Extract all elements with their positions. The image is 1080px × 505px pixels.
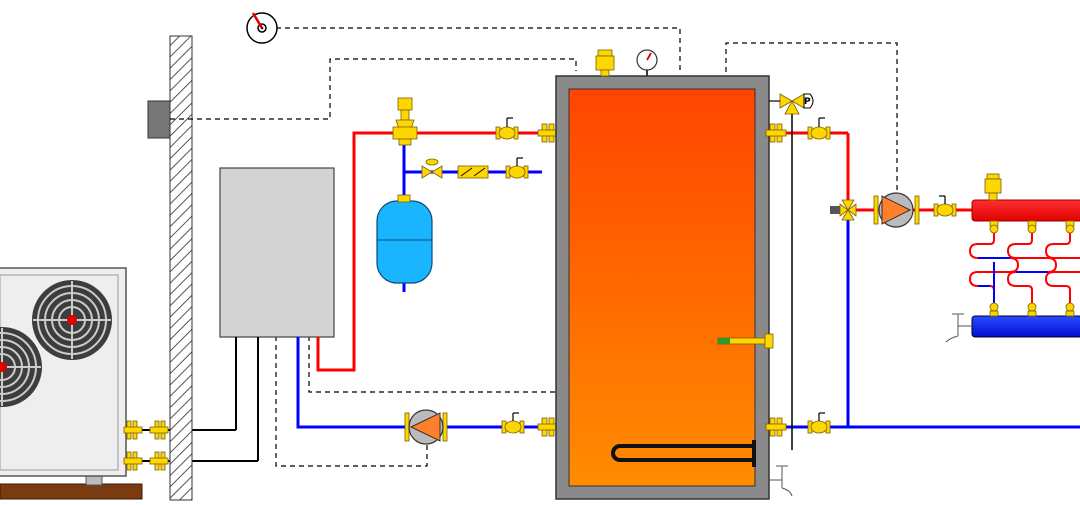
pressure-relief-valve: P — [769, 93, 814, 450]
expansion-vessel — [376, 194, 433, 284]
fan-icon-bottom — [0, 327, 42, 407]
manifold-air-vent-icon — [984, 173, 1002, 201]
floor-heating-loops — [968, 224, 1080, 306]
electric-heating-element-icon — [611, 440, 756, 467]
pressure-marker-label: P — [804, 97, 811, 107]
drain-valve-icon — [769, 465, 793, 497]
heat-pump-outdoor-unit — [0, 267, 258, 500]
ball-valve-right-lower — [807, 412, 831, 434]
tank-flange-right-upper — [765, 123, 787, 143]
tank-flange-lower — [537, 417, 559, 437]
hot-water-storage-tank — [555, 49, 793, 500]
building-wall — [147, 35, 193, 501]
circulation-pump — [404, 409, 448, 445]
tank-flange-upper — [537, 123, 559, 143]
ball-valve-upper — [495, 117, 519, 140]
control-wiring — [170, 27, 898, 467]
fan-icon-top — [32, 280, 112, 360]
return-manifold — [971, 315, 1080, 338]
air-vent-icon — [595, 49, 615, 77]
manifold-drain-icon — [945, 313, 972, 343]
ball-valve-lower — [501, 412, 525, 434]
tank-flange-right-lower — [765, 417, 787, 437]
floor-heating-return-loops — [978, 257, 1048, 287]
temperature-sensor-probe — [717, 333, 774, 349]
outdoor-unit-foot — [85, 475, 103, 486]
underfloor-heating-manifold — [945, 173, 1080, 343]
room-thermostat-icon — [246, 12, 278, 44]
indoor-hydraulic-unit — [219, 167, 335, 461]
ball-valve-manifold — [933, 195, 957, 217]
outdoor-unit-base — [0, 483, 143, 500]
heating-circuit-pump — [873, 192, 920, 228]
fill-valve-assembly — [421, 157, 529, 179]
thermometer-gauge-icon — [636, 49, 658, 76]
supply-manifold — [971, 199, 1080, 222]
manifold-valves — [989, 220, 1075, 317]
three-way-mixing-valve — [830, 199, 857, 221]
ball-valve-right-upper — [807, 117, 831, 140]
outdoor-sensor-box — [147, 100, 171, 139]
safety-valve — [392, 97, 418, 146]
